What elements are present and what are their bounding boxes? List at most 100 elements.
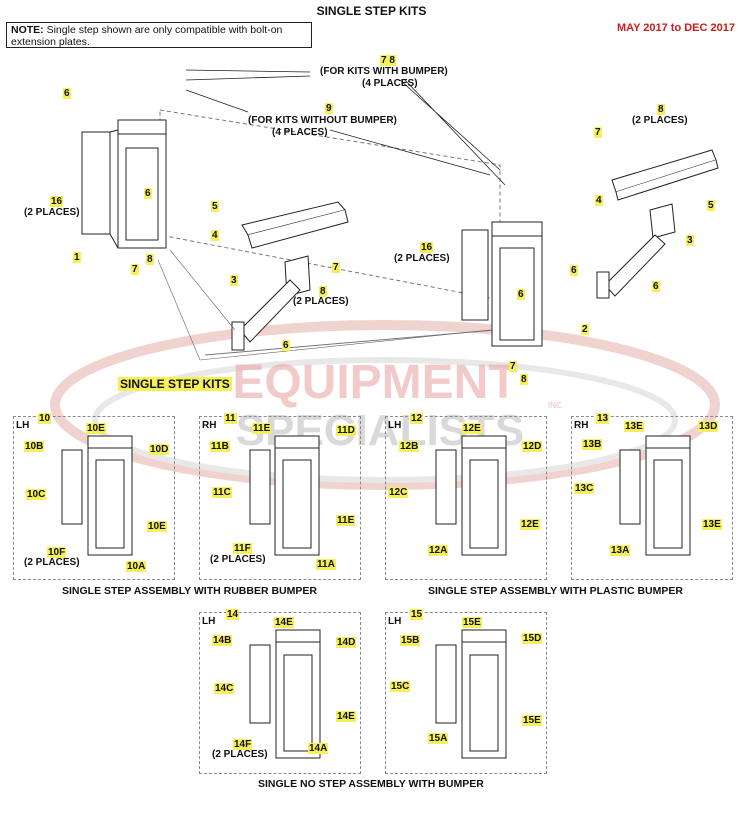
- callout-6: 6: [652, 281, 660, 292]
- part-label: 13D: [698, 421, 719, 432]
- part-label: 12E: [520, 519, 540, 530]
- part-label: 13A: [610, 545, 631, 556]
- callout-5: 5: [707, 200, 715, 211]
- page-title: SINGLE STEP KITS: [316, 4, 427, 18]
- callout-3: 3: [230, 275, 238, 286]
- part-label: 10D: [149, 444, 170, 455]
- part-label: 15C: [390, 681, 411, 692]
- part-label: 15D: [522, 633, 543, 644]
- note-four-places: (4 PLACES): [272, 127, 328, 138]
- part-label: 14E: [274, 617, 294, 628]
- callout-6: 6: [63, 88, 71, 99]
- side-label: LH: [388, 616, 402, 627]
- callout-8: 8: [657, 104, 665, 115]
- caption-rubber: SINGLE STEP ASSEMBLY WITH RUBBER BUMPER: [62, 585, 317, 597]
- part-label: 11E: [336, 515, 356, 526]
- part-label: 14C: [214, 683, 235, 694]
- caption-plastic: SINGLE STEP ASSEMBLY WITH PLASTIC BUMPER: [428, 585, 683, 597]
- callout-8: 8: [319, 286, 327, 297]
- part-label: 15E: [522, 715, 542, 726]
- part-label: 10F: [47, 547, 67, 558]
- note-without-bumper: (FOR KITS WITHOUT BUMPER): [248, 115, 397, 126]
- callout-5: 5: [211, 201, 219, 212]
- watermark-suffix: INC.: [548, 401, 564, 410]
- panel-number: 13: [596, 413, 610, 424]
- note-label: NOTE:: [11, 24, 44, 36]
- part-label: 10E: [86, 423, 106, 434]
- note-with-bumper: (FOR KITS WITH BUMPER): [320, 66, 448, 77]
- part-label: 14E: [336, 711, 356, 722]
- panel-11: RH 11 11E 11D 11B 11C 11E 11F (2 PLACES)…: [199, 413, 361, 580]
- note-two-places: (2 PLACES): [632, 115, 688, 126]
- date-range: MAY 2017 to DEC 2017: [616, 22, 735, 34]
- part-label: 15B: [400, 635, 421, 646]
- panel-14: LH 14 14E 14B 14D 14C 14E 14F (2 PLACES)…: [199, 609, 361, 774]
- panel-number: 10: [38, 413, 52, 424]
- part-label: 12A: [428, 545, 449, 556]
- section-label: SINGLE STEP KITS: [118, 377, 232, 391]
- callout-16: 16: [50, 196, 64, 207]
- callout-8: 8: [520, 374, 528, 385]
- part-label: 11F: [233, 543, 252, 554]
- callout-6: 6: [144, 188, 152, 199]
- callout-8: 8: [146, 254, 154, 265]
- callout-4: 4: [211, 230, 219, 241]
- watermark-line1: EQUIPMENT: [232, 356, 517, 409]
- part-label: 14B: [212, 635, 233, 646]
- callout-6: 6: [517, 289, 525, 300]
- part-label: 10A: [126, 561, 147, 572]
- part-label: 13E: [624, 421, 644, 432]
- callout-1: 1: [73, 252, 81, 263]
- part-label: 13C: [574, 483, 595, 494]
- callout-2: 2: [581, 324, 589, 335]
- panel-number: 11: [224, 413, 237, 424]
- part-label: 15A: [428, 733, 449, 744]
- part-label: 14F: [233, 739, 253, 750]
- panel-12: LH 12 12E 12B 12D 12C 12E 12A: [385, 413, 547, 580]
- note-text: Single step shown are only compatible wi…: [11, 24, 283, 48]
- side-label: LH: [388, 420, 402, 431]
- part-label: 14A: [308, 743, 329, 754]
- note-two-places: (2 PLACES): [394, 253, 450, 264]
- callout-7: 7: [594, 127, 602, 138]
- part-label: 12C: [388, 487, 409, 498]
- caption-no-step: SINGLE NO STEP ASSEMBLY WITH BUMPER: [258, 778, 484, 790]
- part-label: 13B: [582, 439, 603, 450]
- panel-number: 12: [410, 413, 424, 424]
- callout-9: 9: [325, 103, 333, 114]
- panel-number: 15: [410, 609, 424, 620]
- side-label: LH: [16, 420, 30, 431]
- part-label: 11A: [316, 559, 336, 570]
- note-two-places: (2 PLACES): [24, 207, 80, 218]
- note-two-places: (2 PLACES): [293, 296, 349, 307]
- part-label: 11E: [252, 423, 272, 434]
- callout-3: 3: [686, 235, 694, 246]
- panel-13: RH 13 13E 13D 13B 13C 13E 13A: [571, 413, 733, 580]
- callout-6: 6: [282, 340, 290, 351]
- side-label: RH: [202, 420, 217, 431]
- part-label: 12D: [522, 441, 543, 452]
- note-two-places: (2 PLACES): [24, 557, 80, 568]
- panel-15: LH 15 15E 15B 15D 15C 15E 15A: [385, 609, 547, 774]
- note-box: NOTE: Single step shown are only compati…: [6, 22, 312, 48]
- part-label: 11D: [336, 425, 356, 436]
- callout-4: 4: [595, 195, 603, 206]
- panel-10: LH 10 10E 10B 10D 10C 10E 10F (2 PLACES)…: [13, 413, 175, 580]
- part-label: 11B: [210, 441, 230, 452]
- callout-7: 7: [131, 264, 139, 275]
- panel-number: 14: [226, 609, 240, 620]
- part-label: 10E: [147, 521, 167, 532]
- part-label: 13E: [702, 519, 722, 530]
- part-label: 11C: [212, 487, 232, 498]
- side-label: RH: [574, 420, 589, 431]
- callout-7: 7: [509, 361, 517, 372]
- part-label: 14D: [336, 637, 357, 648]
- side-label: LH: [202, 616, 216, 627]
- note-two-places: (2 PLACES): [212, 749, 268, 760]
- part-label: 10B: [24, 441, 45, 452]
- note-two-places: (2 PLACES): [210, 554, 266, 565]
- callout-7: 7: [332, 262, 340, 273]
- callout-7-8: 7 8: [380, 55, 396, 66]
- part-label: 15E: [462, 617, 482, 628]
